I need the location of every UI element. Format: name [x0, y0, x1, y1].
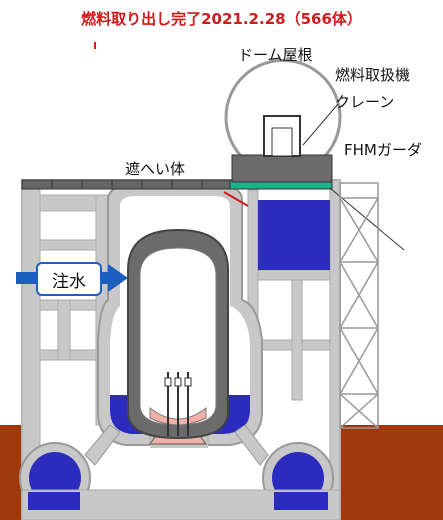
crd-housing-1	[164, 377, 172, 387]
crane-inner	[271, 127, 293, 157]
label-dome-roof: ドーム屋根	[238, 46, 313, 64]
left-slab-1	[39, 239, 97, 251]
pedestal-floor	[150, 442, 208, 448]
label-shield: 遮へい体	[125, 160, 186, 178]
right-slab-1	[257, 269, 331, 281]
label-water-injection: 注水	[36, 262, 102, 296]
lattice-tower	[339, 182, 379, 429]
ground-left	[0, 425, 22, 520]
vent-right	[234, 424, 269, 466]
basemat-water-right	[274, 492, 328, 510]
spent-fuel-pool	[258, 200, 330, 270]
basemat-water	[28, 492, 80, 510]
right-pillar	[291, 279, 303, 401]
crd-housing-2	[174, 377, 182, 387]
label-fhm: 燃料取扱機	[335, 66, 411, 84]
dome-roof	[224, 58, 342, 160]
rpv-inner	[139, 247, 217, 426]
red-rail	[223, 191, 249, 207]
left-pillar-3	[57, 299, 71, 361]
vent-left	[84, 424, 121, 466]
fhm-body	[231, 154, 333, 183]
ground-right	[340, 425, 443, 520]
crane-leader	[302, 103, 339, 146]
label-crane: クレーン	[335, 93, 395, 111]
title-completion: 燃料取り出し完了2021.2.28（566体）	[81, 10, 362, 28]
crd-housing-3	[184, 377, 192, 387]
label-fhm-girder: FHMガーダ	[344, 141, 422, 159]
